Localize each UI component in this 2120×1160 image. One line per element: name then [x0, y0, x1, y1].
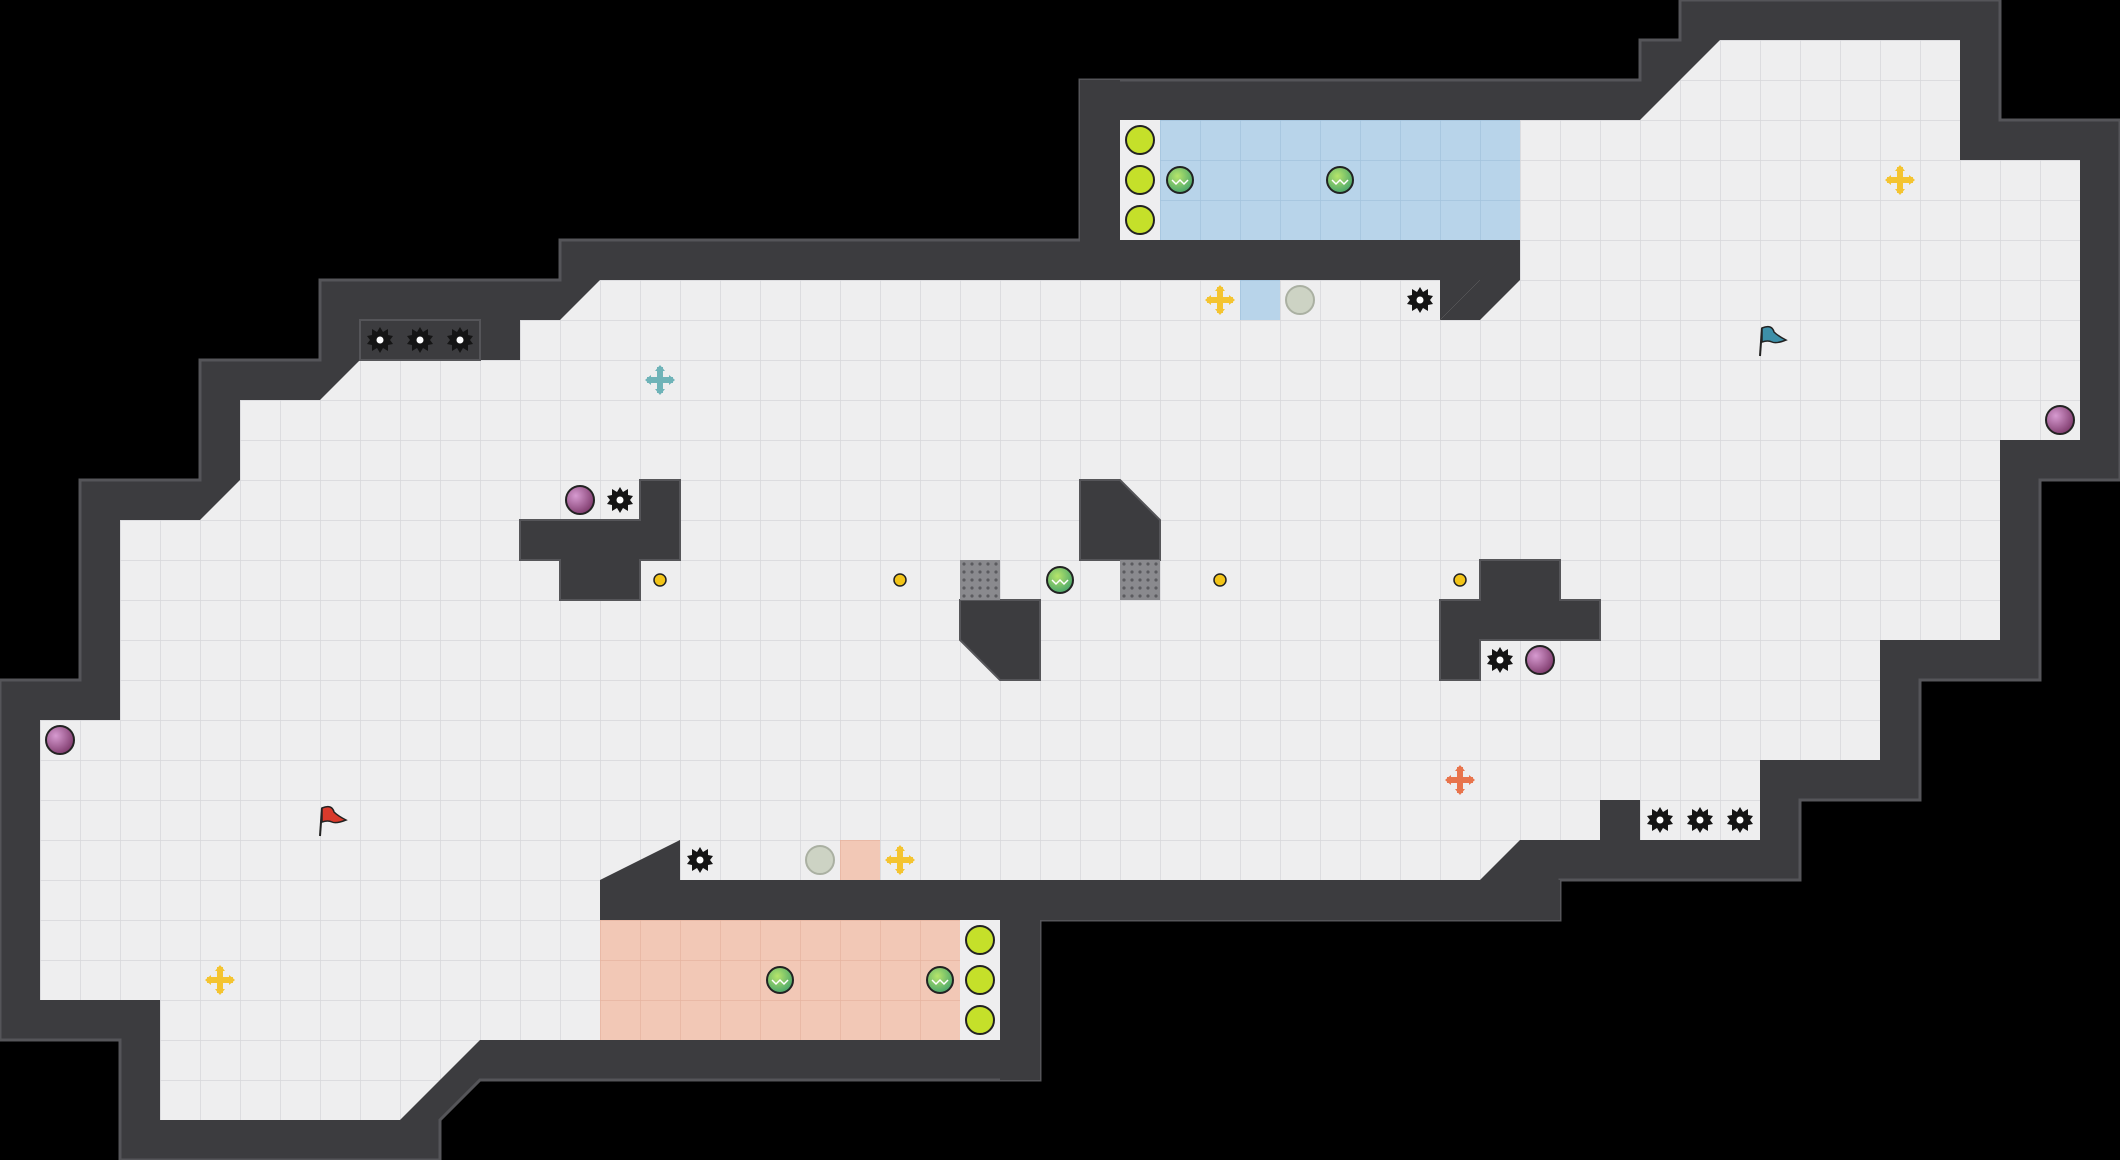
- powerup-icon: [766, 966, 794, 994]
- flags: [319, 325, 1788, 837]
- grate-icon: [1120, 560, 1160, 600]
- bombs: [45, 405, 2075, 755]
- portal-icon: [1285, 285, 1315, 315]
- powerups: [766, 166, 1354, 994]
- button-icon: [1125, 125, 1155, 155]
- boost-icon: [1885, 165, 1915, 195]
- wall-block-center-bottom: [959, 599, 1041, 681]
- boost-icon: [885, 845, 915, 875]
- boost-icon: [1205, 285, 1235, 315]
- blue-base-wall: [1080, 80, 1520, 320]
- marker-icon: [1213, 573, 1227, 587]
- portal-icon: [805, 845, 835, 875]
- button-icon: [965, 925, 995, 955]
- markers: [653, 573, 1467, 587]
- bomb-icon: [565, 485, 595, 515]
- wall-block-center-top: [1079, 479, 1161, 561]
- powerup-icon: [926, 966, 954, 994]
- boost-icon-blue-team: [645, 365, 675, 395]
- red-flag-icon: [319, 805, 348, 837]
- grates: [960, 560, 1160, 600]
- wall-block-right: [1439, 559, 1601, 681]
- button-icon: [965, 1005, 995, 1035]
- powerup-icon: [1326, 166, 1354, 194]
- boost-icon: [205, 965, 235, 995]
- marker-icon: [1453, 573, 1467, 587]
- powerup-icon: [1046, 566, 1074, 594]
- bomb-icon: [2045, 405, 2075, 435]
- red-base-wall: [600, 840, 1560, 1080]
- button-icon: [965, 965, 995, 995]
- marker-icon: [893, 573, 907, 587]
- powerup-icon: [1166, 166, 1194, 194]
- inner-walls: [359, 319, 1601, 681]
- bomb-icon: [1525, 645, 1555, 675]
- boost-icon-red-team: [1445, 765, 1475, 795]
- marker-icon: [653, 573, 667, 587]
- portals: [805, 285, 1315, 875]
- wall-block-left: [519, 479, 681, 601]
- button-icon: [1125, 205, 1155, 235]
- grate-icon: [960, 560, 1000, 600]
- boosts: [205, 165, 1915, 995]
- blue-flag-icon: [1759, 325, 1788, 357]
- button-icon: [1125, 165, 1155, 195]
- bomb-icon: [45, 725, 75, 755]
- gate-buttons: [965, 125, 1155, 1035]
